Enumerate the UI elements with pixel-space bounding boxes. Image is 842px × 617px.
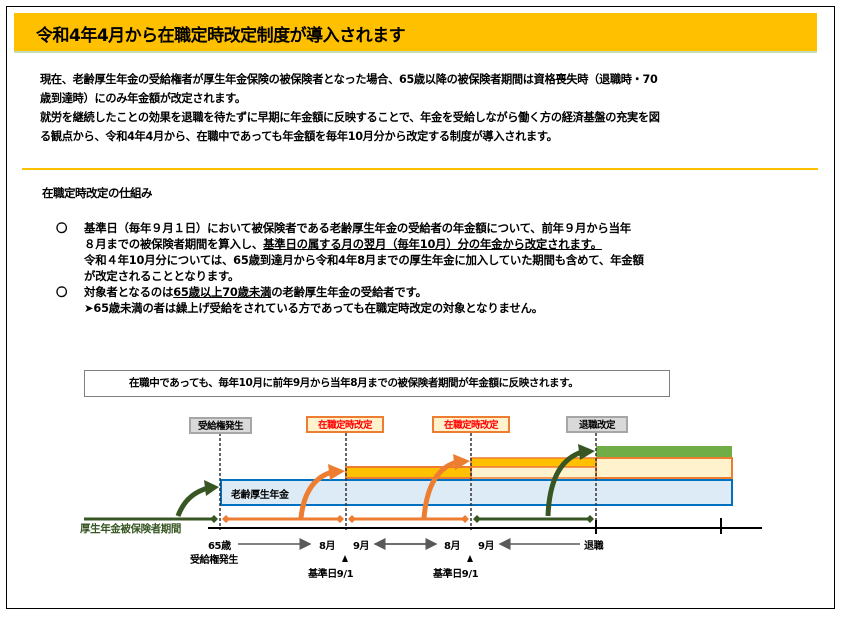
- intro-highlight: 令和4年4月から、在職中であっても年金額を毎年10月分から改定する制度が導入され…: [105, 130, 558, 143]
- page-title: 令和4年4月から在職定時改定制度が導入されます: [36, 26, 406, 46]
- bullet-text-part: 対象者となるのは: [84, 285, 174, 299]
- underlined-text: 基準日の属する月の翌月（毎年10月）分の年金から改定されます。: [263, 237, 602, 251]
- gold-bar-1: [345, 466, 472, 479]
- intro-line: 現在、老齢厚生年金の受給権者が厚生年金保険の被保険者となった場合、65歳以降の被…: [40, 73, 658, 86]
- orange-curve-arrow-icon: [421, 459, 458, 519]
- title-banner: 令和4年4月から在職定時改定制度が導入されます: [14, 13, 817, 53]
- pension-bar: [220, 479, 733, 506]
- intro-paragraph: 現在、老齢厚生年金の受給権者が厚生年金保険の被保険者となった場合、65歳以降の被…: [40, 70, 820, 146]
- page-frame: [6, 6, 835, 609]
- intro-line: 歳到達時）にのみ年金額が改定されます。: [40, 92, 246, 105]
- bullet-text: ８月までの被保険者期間を算入し、基準日の属する月の翌月（毎年10月）分の年金から…: [84, 236, 816, 252]
- diamond-marker: [210, 515, 218, 523]
- bullet-text: ➤65歳未満の者は繰上げ受給をされている方であっても在職定時改定の対象となりませ…: [84, 301, 543, 315]
- bullet-text-part: の老齢厚生年金の受給者です。: [271, 285, 427, 299]
- triangle-up-icon: [467, 555, 473, 562]
- base-date-label-1: 基準日9/1: [308, 569, 354, 580]
- arrowhead: [578, 444, 595, 460]
- diamond-marker: [461, 515, 469, 523]
- bullet-text-part: ８月までの被保険者期間を算入し、: [84, 237, 264, 251]
- axis-label-sep-2: 9月: [478, 541, 495, 552]
- intro-line: 就労を継続したことの効果を退職を待たずに早期に年金額に反映することで、年金を受給…: [40, 111, 660, 124]
- axis-label-retire: 退職: [584, 541, 604, 552]
- arrowhead: [328, 464, 345, 480]
- tag-entitlement: 受給権発生: [189, 417, 252, 434]
- arrowhead: [204, 480, 219, 496]
- gold-bar-2: [470, 457, 597, 468]
- callout-box: 在職中であっても、毎年10月に前年9月から当年8月までの被保険者期間が年金額に反…: [84, 370, 670, 397]
- diamond-marker: [336, 515, 344, 523]
- arrowhead: [453, 454, 470, 470]
- diamond-marker: [586, 515, 594, 523]
- diamond-marker: [222, 515, 230, 523]
- tag-revision-2: 在職定時改定: [432, 416, 510, 433]
- intro-line: る観点から、令和4年4月から、在職中であっても年金額を毎年10月分から改定する制…: [40, 127, 820, 146]
- underlined-text: 65歳以上70歳未満: [173, 285, 272, 299]
- cream-bar-2: [595, 457, 733, 479]
- circle-bullet-icon: 〇: [56, 285, 68, 299]
- axis-label-entitlement: 受給権発生: [190, 555, 238, 566]
- tag-revision-1: 在職定時改定: [306, 416, 384, 433]
- bullet-text: が改定されることとなります。: [84, 269, 240, 283]
- base-date-label-2: 基準日9/1: [433, 569, 479, 580]
- section-divider: [22, 168, 818, 170]
- section-title: 在職定時改定の仕組み: [42, 186, 153, 200]
- circle-bullet-icon: 〇: [56, 221, 68, 235]
- bullet-text: 令和４年10月分については、65歳到達月から令和4年8月までの厚生年金に加入して…: [84, 253, 644, 267]
- axis-label-aug-2: 8月: [444, 541, 461, 552]
- bullet-list: 〇 基準日（毎年９月１日）において被保険者である老齢厚生年金の受給者の年金額につ…: [56, 220, 816, 316]
- diamond-marker: [348, 515, 356, 523]
- bullet-item: 〇 対象者となるのは65歳以上70歳未満の老齢厚生年金の受給者です。 ➤65歳未…: [56, 284, 816, 316]
- axis-label-aug-1: 8月: [319, 541, 336, 552]
- green-curve-arrow-icon: [545, 449, 583, 517]
- tag-retirement: 退職改定: [566, 416, 628, 433]
- bullet-text: 対象者となるのは65歳以上70歳未満の老齢厚生年金の受給者です。: [84, 284, 816, 300]
- bullet-item: 〇 基準日（毎年９月１日）において被保険者である老齢厚生年金の受給者の年金額につ…: [56, 220, 816, 284]
- insured-period-label: 厚生年金被保険者期間: [80, 523, 181, 535]
- axis-label-sep-1: 9月: [353, 541, 370, 552]
- green-retirement-bar: [596, 446, 732, 458]
- axis-label-age65: 65歳: [208, 541, 231, 552]
- green-curve-arrow-icon: [175, 485, 209, 517]
- triangle-up-icon: [342, 555, 348, 562]
- orange-curve-arrow-icon: [298, 469, 333, 519]
- intro-text: る観点から、: [40, 130, 106, 143]
- diamond-marker: [473, 515, 481, 523]
- bullet-text: 基準日（毎年９月１日）において被保険者である老齢厚生年金の受給者の年金額について…: [84, 221, 631, 235]
- pension-bar-label: 老齢厚生年金: [231, 490, 289, 501]
- cream-bar-2a: [470, 466, 597, 479]
